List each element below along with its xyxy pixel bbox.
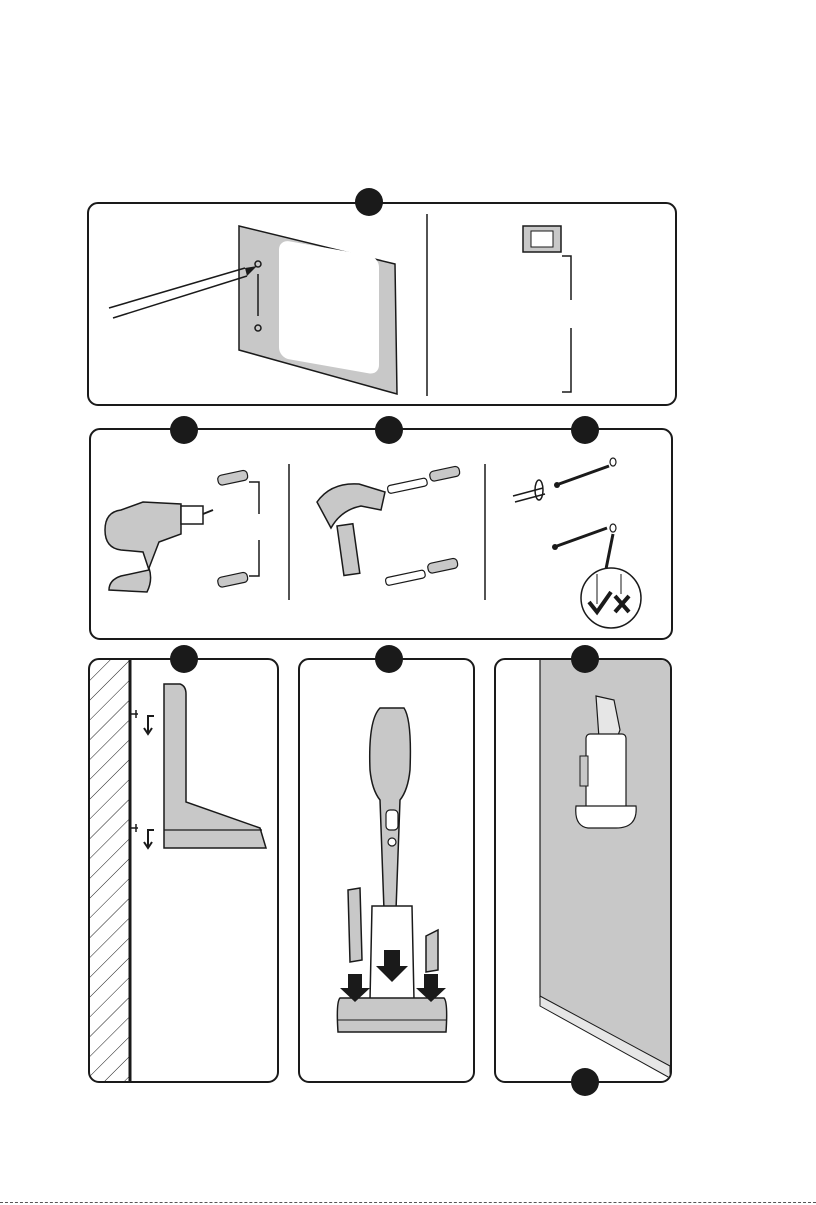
screw-bottom [552,528,607,550]
plug-and-pin-top [387,466,460,494]
brush-tool [426,930,438,972]
panel-hang-base [88,658,279,1083]
wall-plug-bottom [217,572,248,588]
step-badge-4 [571,416,599,444]
hammer-icon [317,484,385,576]
pencil-icon [109,266,257,318]
wall-plug-top [217,470,248,486]
power-drill-icon [105,502,213,592]
page-cut-line [0,1202,816,1203]
screw-depth-zoom [581,568,641,628]
step-badge-2 [170,416,198,444]
plug-and-pin-bottom [385,558,458,586]
down-arrow-icon-2 [144,830,154,848]
crevice-tool [348,888,362,962]
wall-section [90,660,130,1081]
step-badge-8 [571,1068,599,1096]
base-bracket [164,684,266,848]
step-badge-5 [170,645,198,673]
screwdriver-icon [513,480,545,502]
panel-insert-vacuum [298,658,475,1083]
hole-spacing-diagram [523,226,571,392]
step-badge-7 [571,645,599,673]
panel-drill-fix [89,428,673,640]
wall-template-pencil-illustration [89,204,675,404]
panel-mounted [494,658,672,1083]
panel-mark-holes [87,202,677,406]
down-arrow-icon [144,716,154,734]
step-badge-6 [375,645,403,673]
template-window [279,240,379,376]
step-badge-3 [375,416,403,444]
step-badge-1 [355,188,383,216]
screw-top [554,466,609,488]
vacuum-body [370,708,411,910]
